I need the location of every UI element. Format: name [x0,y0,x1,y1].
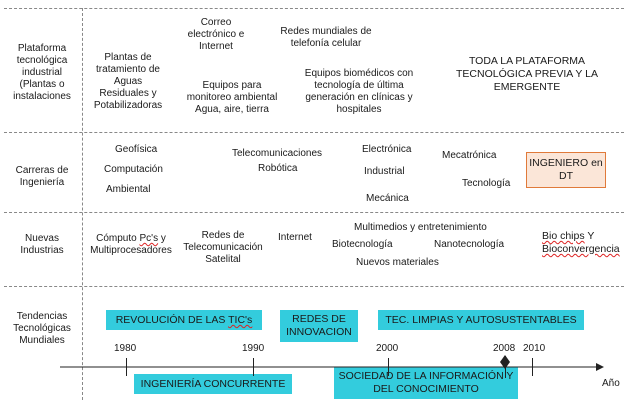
carrera-robotica: Robótica [258,163,298,174]
industria-nanotecnologia: Nanotecnología [434,239,505,250]
equipos-biomedicos: Equipos biomédicos con tecnología de últ… [304,68,414,115]
equipos-monitoreo: Equipos para monitoreo ambiental Agua, a… [186,80,278,115]
column-divider [82,8,83,400]
correo-internet: Correo electrónico e Internet [187,17,245,52]
row-label-industrias: Nuevas Industrias [20,233,64,256]
tick-2000 [388,358,389,376]
marker-2008-icon [500,355,510,369]
year-1980: 1980 [114,343,137,354]
row-divider [4,8,624,9]
carrera-mecanica: Mecánica [366,193,409,204]
pcs-label: Pc's [139,233,159,244]
tick-1990 [253,358,254,376]
axis-label-ano: Año [602,378,620,389]
industria-bio-chips: Bio chips Y Bioconvergencia [542,230,624,256]
revolucion-tics-box: REVOLUCIÓN DE LAS TIC's [106,310,262,330]
row-label-plataforma: Plataforma tecnológica industrial (Plant… [13,43,71,102]
computo-multiprocesadores: Cómputo Pc's y Multiprocesadores [88,233,174,257]
tec-limpias-box: TEC. LIMPIAS Y AUTOSUSTENTABLES [378,310,584,330]
computo-label: Cómputo [96,233,140,244]
carrera-electronica: Electrónica [362,144,412,155]
tick-1980 [126,358,127,376]
carrera-industrial: Industrial [364,166,405,177]
multiprocesadores-label: y Multiprocesadores [90,233,172,256]
carrera-geofisica: Geofísica [115,144,158,155]
bioconvergencia-label: Bioconvergencia [542,243,620,255]
year-2008: 2008 [493,343,516,354]
bio-y-label: Y [584,230,595,242]
row-divider [4,286,624,287]
bio-chips-label: Bio chips [542,230,585,242]
redes-telefonia: Redes mundiales de telefonía celular [280,26,372,49]
redes-telecomunicacion-satelital: Redes de Telecomunicación Satelital [183,230,263,265]
tick-2010 [532,358,533,376]
tics-label: TIC's [228,314,253,326]
revolucion-label: REVOLUCIÓN DE LAS [115,314,229,326]
row-label-tendencias: Tendencias Tecnológicas Mundiales [13,311,71,346]
row-label-carreras: Carreras de Ingeniería [15,165,69,188]
carrera-ambiental: Ambiental [106,184,151,195]
carrera-computacion: Computación [104,164,163,175]
industria-internet: Internet [278,232,312,243]
sociedad-informacion-box: SOCIEDAD DE LA INFORMACIÓN Y DEL CONOCIM… [334,367,518,399]
carrera-telecomunicaciones: Telecomunicaciones [232,148,323,159]
ingenieria-concurrente-box: INGENIERÍA CONCURRENTE [134,374,292,394]
year-2010: 2010 [523,343,546,354]
redes-innovacion-box: REDES DE INNOVACION [280,310,358,342]
carrera-mecatronica: Mecatrónica [442,150,497,161]
ingeniero-dt-box: INGENIERO en DT [526,152,606,188]
toda-plataforma: TODA LA PLATAFORMA TECNOLÓGICA PREVIA Y … [455,55,598,93]
year-1990: 1990 [242,343,265,354]
row-divider [4,132,624,133]
industria-biotecnologia: Biotecnología [332,239,393,250]
carrera-tecnologia: Tecnología [462,178,511,189]
row-divider [4,212,624,213]
industria-nuevos-materiales: Nuevos materiales [356,257,439,268]
year-2000: 2000 [376,343,399,354]
plantas-tratamiento: Plantas de tratamiento de Aguas Residual… [93,52,163,111]
industria-multimedios: Multimedios y entretenimiento [354,222,487,233]
